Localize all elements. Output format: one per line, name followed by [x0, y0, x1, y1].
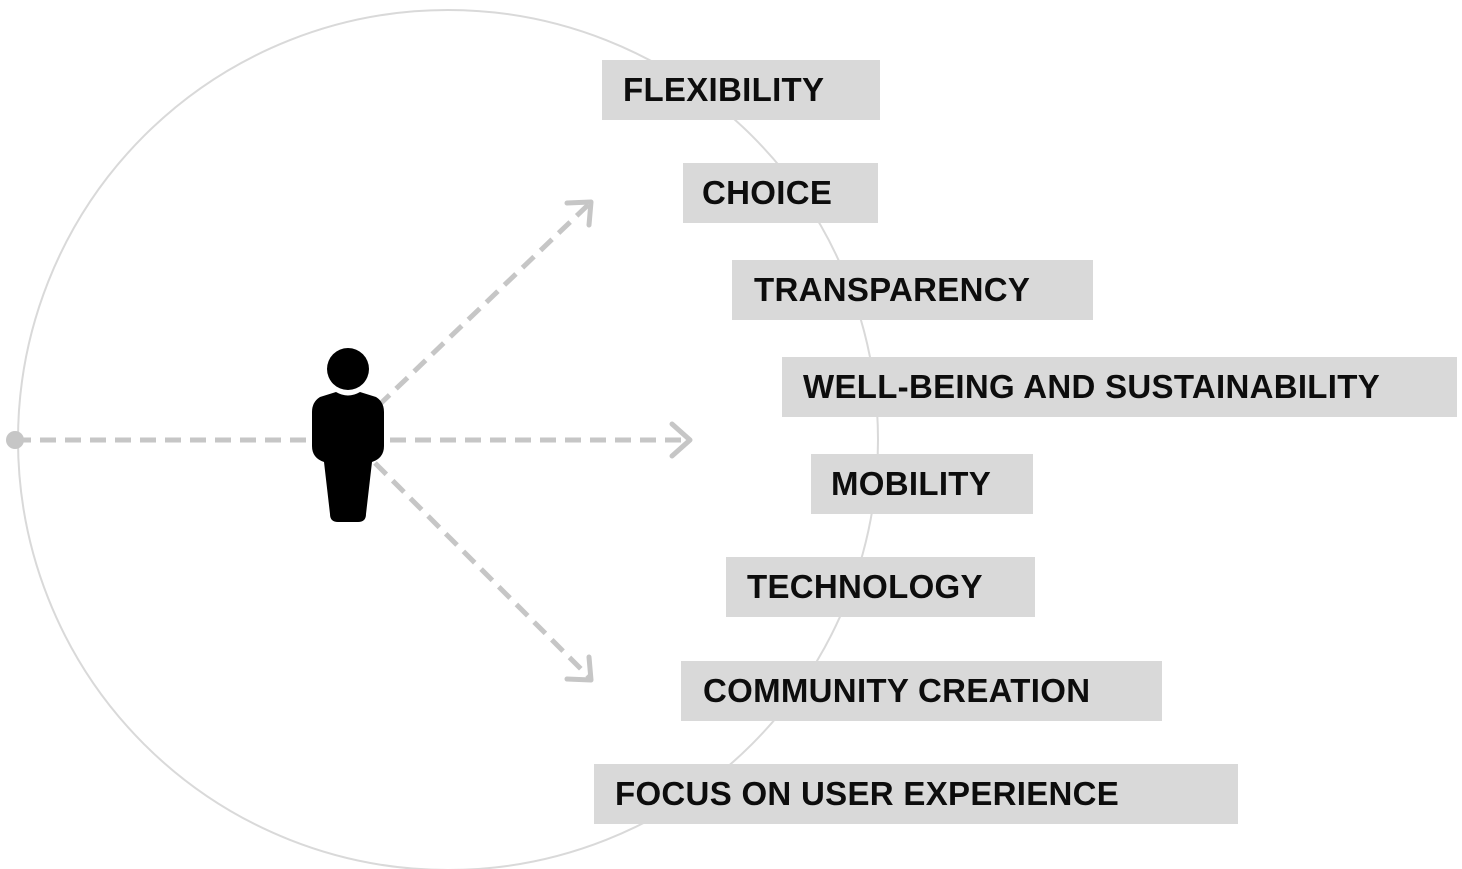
person-head: [327, 348, 369, 390]
label-technology: TECHNOLOGY: [726, 557, 1035, 617]
label-transparency: TRANSPARENCY: [732, 260, 1093, 320]
horizontal-arrow-head: [669, 421, 693, 459]
label-choice: CHOICE: [683, 163, 878, 223]
person-icon: [312, 348, 384, 522]
lower-arrow-shaft: [373, 461, 591, 679]
label-focus-on-user-experience: FOCUS ON USER EXPERIENCE: [594, 764, 1238, 824]
label-community-creation: COMMUNITY CREATION: [681, 661, 1162, 721]
label-well-being-and-sustainability: WELL-BEING AND SUSTAINABILITY: [782, 357, 1457, 417]
label-flexibility: FLEXIBILITY: [602, 60, 880, 120]
person-body: [312, 392, 384, 522]
upper-arrow-head: [564, 199, 594, 228]
label-mobility: MOBILITY: [811, 454, 1033, 514]
lower-arrow-head: [564, 654, 594, 683]
upper-arrow-shaft: [376, 202, 591, 408]
